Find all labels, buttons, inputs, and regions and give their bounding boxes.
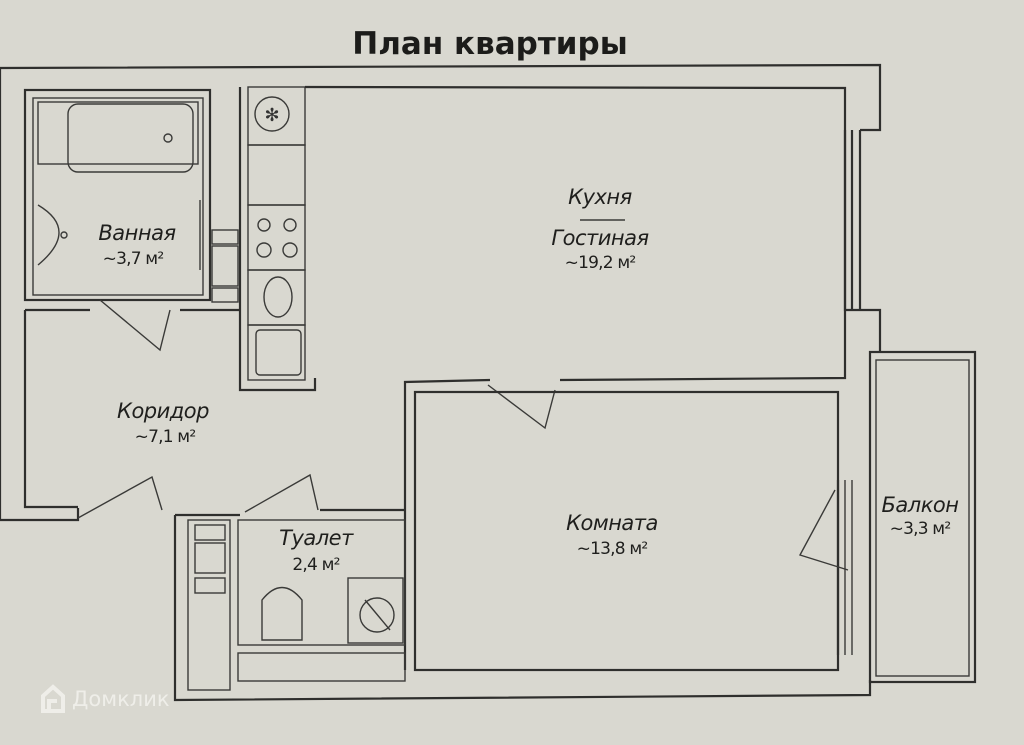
room-area: ~13,8 м² <box>577 539 648 559</box>
watermark-text: Домклик <box>72 687 170 711</box>
bathroom: Ванная ~3,7 м² <box>23 88 212 352</box>
sink-icon <box>37 204 60 266</box>
kitchen-area: ~19,2 м² <box>565 253 636 273</box>
toilet-room: Туалет 2,4 м² <box>175 508 406 691</box>
balcony-area: ~3,3 м² <box>890 519 951 539</box>
corridor: Коридор ~7,1 м² <box>23 308 319 519</box>
corridor-area: ~7,1 м² <box>135 427 196 447</box>
toilet-label: Туалет <box>279 526 354 550</box>
stove-icon <box>247 204 306 271</box>
room-label: Комната <box>566 511 658 535</box>
toilet-icon <box>261 586 303 641</box>
kitchen-living: Кухня Гостиная ~19,2 м² <box>304 85 847 670</box>
toilet-area: 2,4 м² <box>292 555 339 575</box>
kitchen-counter: ✻ <box>211 86 317 392</box>
bathroom-area: ~3,7 м² <box>103 249 164 269</box>
kitchen-label: Кухня <box>568 185 632 209</box>
bathtub-icon <box>37 101 199 165</box>
house-icon <box>41 684 65 713</box>
plan-title: План квартиры <box>352 26 627 62</box>
balcony: Балкон ~3,3 м² <box>868 350 977 684</box>
watermark: Домклик <box>40 684 170 714</box>
corridor-label: Коридор <box>117 399 209 423</box>
svg-text:✻: ✻ <box>264 105 279 126</box>
outer-walls <box>0 63 882 702</box>
kitchen-sink-icon <box>247 324 306 381</box>
room: Комната ~13,8 м² <box>413 390 853 672</box>
fan-icon <box>254 96 290 132</box>
washing-machine-icon <box>347 577 404 644</box>
living-label: Гостиная <box>551 226 648 250</box>
bathroom-label: Ванная <box>98 221 175 245</box>
balcony-label: Балкон <box>882 493 959 517</box>
